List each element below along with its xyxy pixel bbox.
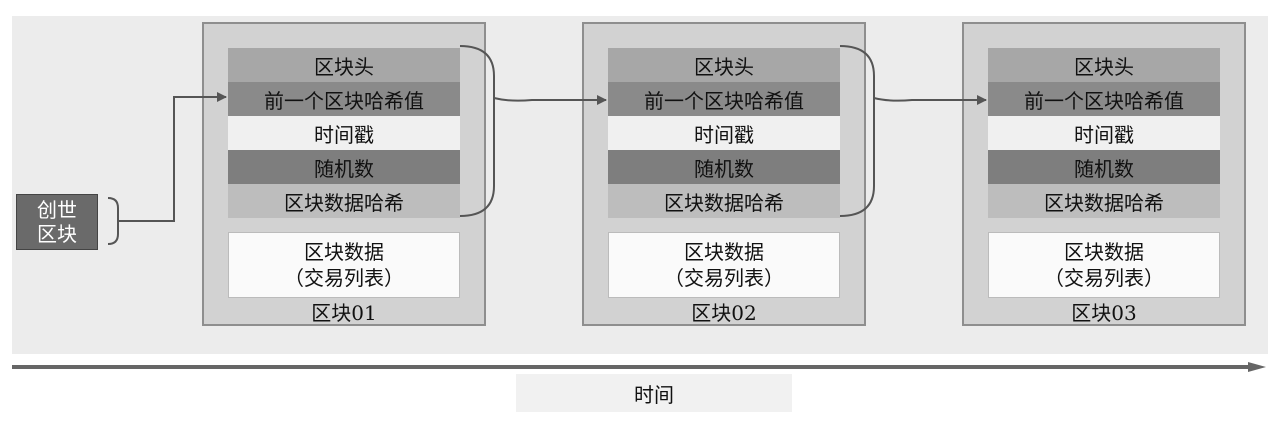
data-hash-row: 区块数据哈希 bbox=[228, 184, 460, 218]
block-data-line1: 区块数据 bbox=[304, 240, 384, 264]
genesis-label-line1: 创世 bbox=[37, 198, 77, 222]
block-02: 区块头 前一个区块哈希值 时间戳 随机数 区块数据哈希 区块数据 （交易列表） … bbox=[582, 22, 866, 326]
block-data-box: 区块数据 （交易列表） bbox=[608, 232, 840, 298]
block02-arrow bbox=[873, 95, 987, 105]
timestamp-row: 时间戳 bbox=[228, 116, 460, 150]
nonce-row: 随机数 bbox=[608, 150, 840, 184]
timeline-label: 时间 bbox=[516, 374, 792, 412]
block-data-box: 区块数据 （交易列表） bbox=[228, 232, 460, 298]
timestamp-row: 时间戳 bbox=[608, 116, 840, 150]
block-header-row: 区块头 bbox=[608, 48, 840, 82]
block-03: 区块头 前一个区块哈希值 时间戳 随机数 区块数据哈希 区块数据 （交易列表） … bbox=[962, 22, 1246, 326]
block-data-line2: （交易列表） bbox=[664, 266, 784, 290]
block-header-row: 区块头 bbox=[228, 48, 460, 82]
block-data-line1: 区块数据 bbox=[684, 240, 764, 264]
nonce-row: 随机数 bbox=[988, 150, 1220, 184]
block-label: 区块02 bbox=[691, 301, 757, 325]
block-01: 区块头 前一个区块哈希值 时间戳 随机数 区块数据哈希 区块数据 （交易列表） … bbox=[202, 22, 486, 326]
block-data-line2: （交易列表） bbox=[284, 266, 404, 290]
block-data-line2: （交易列表） bbox=[1044, 266, 1164, 290]
block01-arrow bbox=[493, 95, 607, 105]
prev-hash-row: 前一个区块哈希值 bbox=[228, 82, 460, 116]
block-label: 区块01 bbox=[311, 301, 377, 325]
block01-bracket bbox=[459, 45, 495, 217]
genesis-arrow bbox=[118, 92, 227, 222]
block-label: 区块03 bbox=[1071, 301, 1137, 325]
data-hash-row: 区块数据哈希 bbox=[608, 184, 840, 218]
data-hash-row: 区块数据哈希 bbox=[988, 184, 1220, 218]
nonce-row: 随机数 bbox=[228, 150, 460, 184]
timestamp-row: 时间戳 bbox=[988, 116, 1220, 150]
block02-bracket bbox=[839, 45, 875, 217]
prev-hash-row: 前一个区块哈希值 bbox=[608, 82, 840, 116]
genesis-block: 创世 区块 bbox=[16, 194, 98, 250]
block-data-box: 区块数据 （交易列表） bbox=[988, 232, 1220, 298]
timeline-arrow bbox=[12, 362, 1266, 372]
prev-hash-row: 前一个区块哈希值 bbox=[988, 82, 1220, 116]
block-header-row: 区块头 bbox=[988, 48, 1220, 82]
genesis-label-line2: 区块 bbox=[37, 222, 77, 246]
genesis-bracket bbox=[107, 197, 119, 245]
block-data-line1: 区块数据 bbox=[1064, 240, 1144, 264]
